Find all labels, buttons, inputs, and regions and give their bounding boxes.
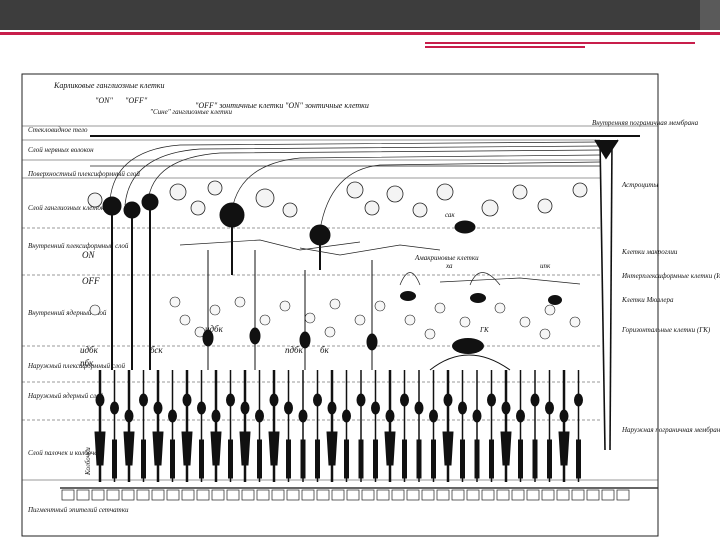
pigment-cell — [467, 490, 479, 500]
accent-line-shorter — [425, 46, 585, 48]
label-cones: Колбочки — [84, 447, 92, 476]
pigment-cell — [332, 490, 344, 500]
pigment-cell — [317, 490, 329, 500]
pigment-cell — [407, 490, 419, 500]
pigment-cell — [92, 490, 104, 500]
pigment-cell — [182, 490, 194, 500]
label-idbk-mid: идбк — [205, 324, 224, 334]
label-ipk: ипк — [540, 262, 551, 270]
pigment-cell — [572, 490, 584, 500]
pigment-cell — [392, 490, 404, 500]
pigment-cell — [212, 490, 224, 500]
label-muller: Клетки Мюллера — [621, 296, 674, 304]
label-horizontal: Горизонтальные клетки (ГК) — [621, 326, 711, 334]
pigment-cell — [527, 490, 539, 500]
label-astrocytes: Астроциты — [621, 181, 658, 189]
label-off-mark: OFF — [82, 276, 100, 286]
label-off-top: "OFF" — [125, 96, 148, 105]
layer-inner-plexiform: Внутренний плексиформный слой — [28, 242, 129, 250]
pigment-cell — [227, 490, 239, 500]
label-interplexiform: Интерплексиформные клетки (ИПК) — [621, 272, 720, 280]
pigment-cell — [557, 490, 569, 500]
layer-outer-plexiform: Наружный плексиформный слой — [27, 362, 126, 370]
pigment-cell — [122, 490, 134, 500]
pigment-cell — [77, 490, 89, 500]
layer-nerve-fibers: Слой нервных волокон — [28, 146, 94, 154]
pigment-cell — [377, 490, 389, 500]
label-pdbk: пдбк — [285, 345, 304, 355]
retina-diagram: Карликовые ганглиозные клетки "ON" "OFF"… — [0, 70, 720, 540]
pigment-cell — [62, 490, 74, 500]
label-idbk: идбк — [80, 345, 99, 355]
pigment-cell — [542, 490, 554, 500]
pigment-cell — [602, 490, 614, 500]
layer-superficial-plexiform: Поверхностный плексиформный слой — [27, 170, 140, 178]
label-outer-membrane: Наружная пограничная мембрана — [621, 426, 720, 434]
accent-line — [0, 32, 720, 35]
pigment-cell — [257, 490, 269, 500]
label-sak: сак — [445, 211, 455, 219]
layer-pigment-epithelium: Пигментный эпителий сетчатки — [27, 506, 129, 514]
label-gk: ГК — [479, 326, 489, 334]
pigment-cell — [197, 490, 209, 500]
accent-line-short — [425, 42, 695, 44]
pigment-cell — [497, 490, 509, 500]
label-on-mark: ON — [82, 250, 95, 260]
pigment-cell — [167, 490, 179, 500]
pigment-cell — [617, 490, 629, 500]
pigment-cell — [347, 490, 359, 500]
pigment-cell — [437, 490, 449, 500]
label-macroglia: Клетки макроглии — [621, 248, 678, 256]
title-bar — [0, 0, 720, 30]
label-on-umbrella: "ON" зонтичные клетки — [285, 101, 369, 110]
label-ha: ха — [445, 262, 453, 270]
pigment-cell — [452, 490, 464, 500]
pigment-cell — [512, 490, 524, 500]
pigment-cell — [302, 490, 314, 500]
label-amacrine: Амакриновые клетки — [414, 254, 479, 262]
pigment-cell — [422, 490, 434, 500]
label-on-top: "ON" — [95, 96, 113, 105]
layer-outer-nuclear: Наружный ядерный слой — [27, 392, 104, 400]
pigment-cell — [287, 490, 299, 500]
pigment-cell — [482, 490, 494, 500]
label-pbk: пбк — [80, 358, 94, 368]
title-bar-accent — [700, 0, 720, 30]
label-off-umbrella: "OFF" зонтичные клетки — [195, 101, 283, 110]
pigment-cell — [137, 490, 149, 500]
label-bsk: бск — [150, 345, 163, 355]
pigment-cell — [362, 490, 374, 500]
pigment-cell — [272, 490, 284, 500]
pigment-cell — [242, 490, 254, 500]
label-dwarf-ganglion: Карликовые ганглиозные клетки — [53, 81, 164, 90]
label-rods: Палочки — [314, 449, 322, 476]
label-bk: бк — [320, 345, 330, 355]
layer-vitreous: Стекловидное тело — [28, 126, 88, 134]
pigment-cell — [152, 490, 164, 500]
pigment-cell — [587, 490, 599, 500]
pigment-cell — [107, 490, 119, 500]
